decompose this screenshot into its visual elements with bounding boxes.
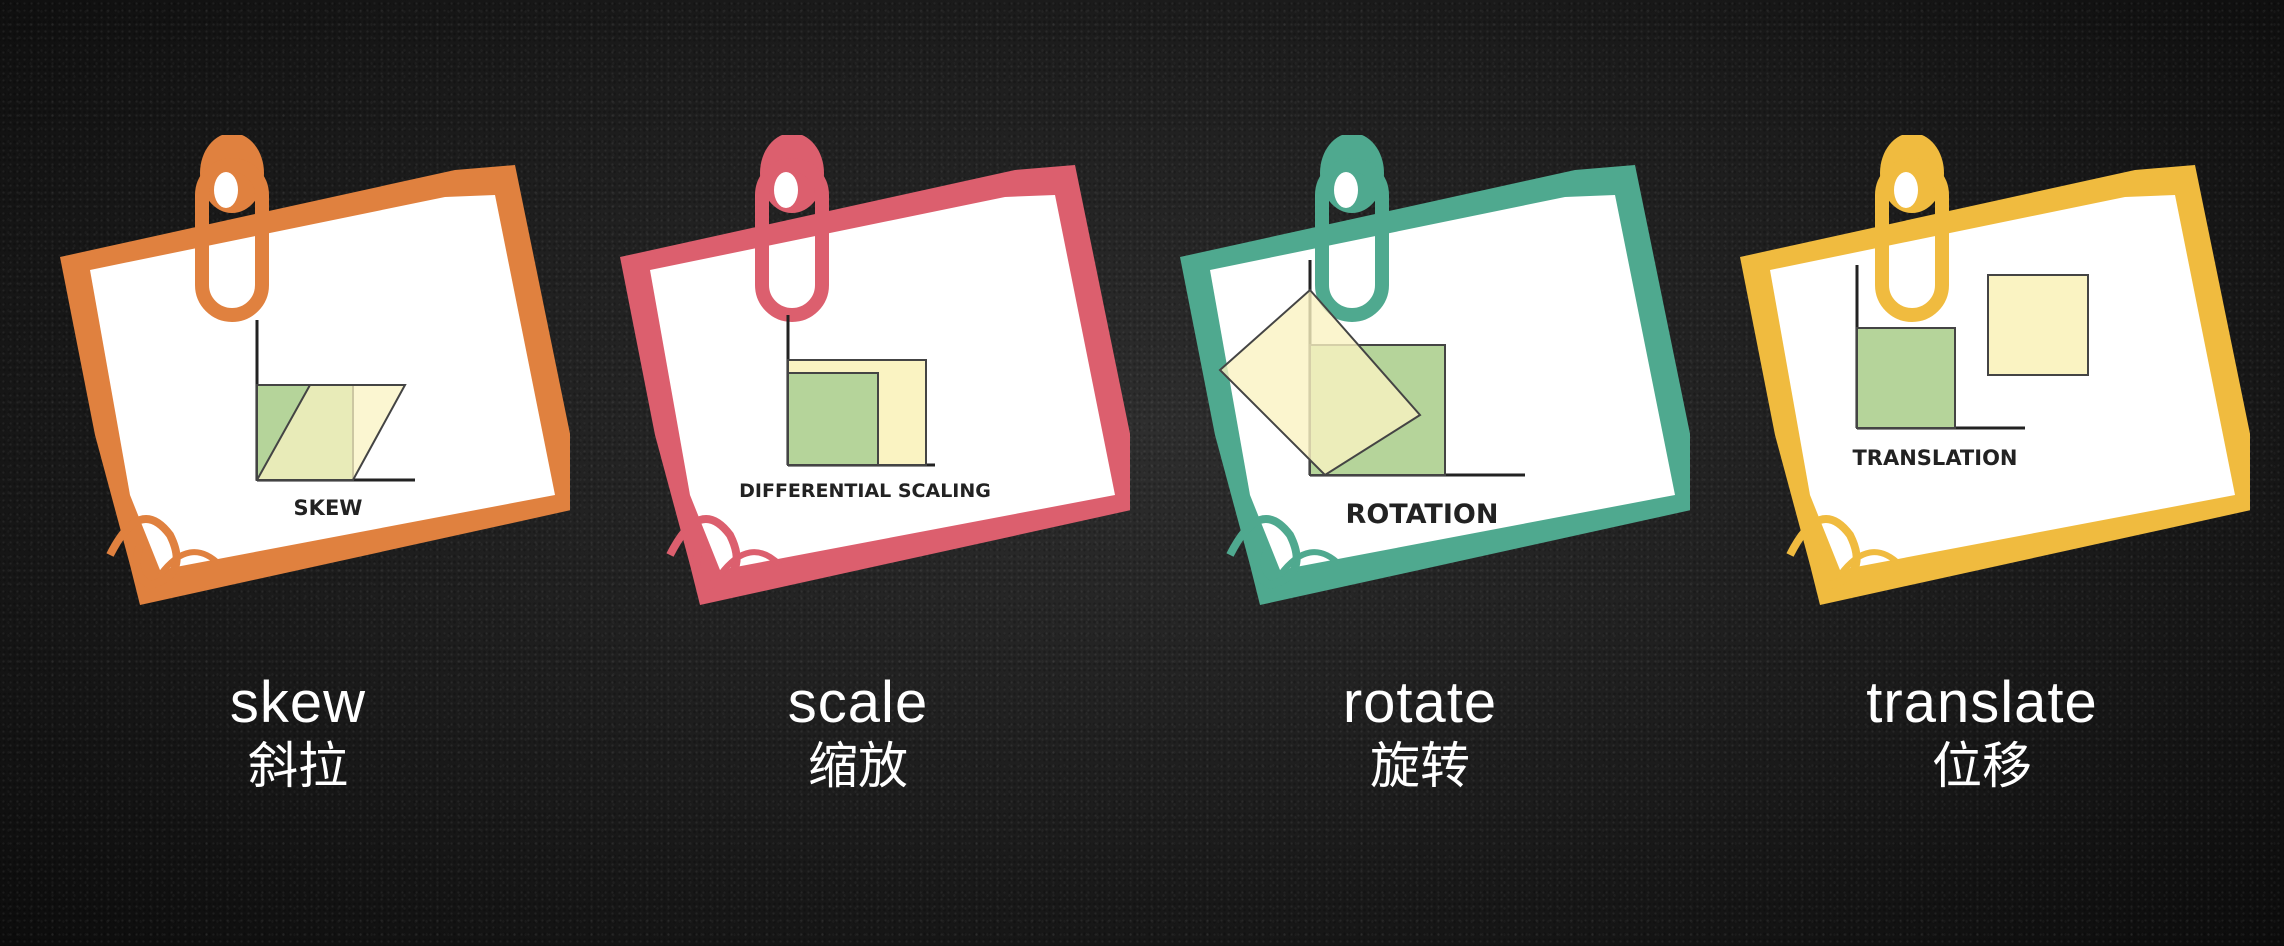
translate-card: TRANSLATION <box>1730 135 2250 615</box>
translate-subtitle: 位移 <box>1932 737 2032 795</box>
scale-title: scale <box>787 670 929 735</box>
translate-title: translate <box>1866 670 2098 735</box>
skew-caption: skew 斜拉 <box>38 670 558 796</box>
translate-caption: translate 位移 <box>1722 670 2242 796</box>
scale-diagram-label: DIFFERENTIAL SCALING <box>739 480 991 502</box>
rotate-title: rotate <box>1342 670 1498 735</box>
rotate-note-icon: ROTATION <box>1180 135 1690 605</box>
scale-subtitle: 缩放 <box>808 737 908 795</box>
skew-title: skew <box>229 670 367 735</box>
rotate-diagram-label: ROTATION <box>1346 499 1499 530</box>
scale-note-icon: DIFFERENTIAL SCALING <box>620 135 1130 605</box>
skew-note-icon: SKEW <box>60 135 570 605</box>
scale-card: DIFFERENTIAL SCALING <box>610 135 1130 615</box>
translate-diagram-label: TRANSLATION <box>1852 446 2017 470</box>
skew-subtitle: 斜拉 <box>248 737 348 795</box>
rotate-card: ROTATION <box>1170 135 1690 615</box>
skew-card: SKEW <box>50 135 570 615</box>
translate-note-icon: TRANSLATION <box>1740 135 2250 605</box>
rotate-caption: rotate 旋转 <box>1160 670 1680 796</box>
scale-caption: scale 缩放 <box>598 670 1118 796</box>
rotate-subtitle: 旋转 <box>1370 737 1470 795</box>
skew-diagram-label: SKEW <box>294 496 363 520</box>
